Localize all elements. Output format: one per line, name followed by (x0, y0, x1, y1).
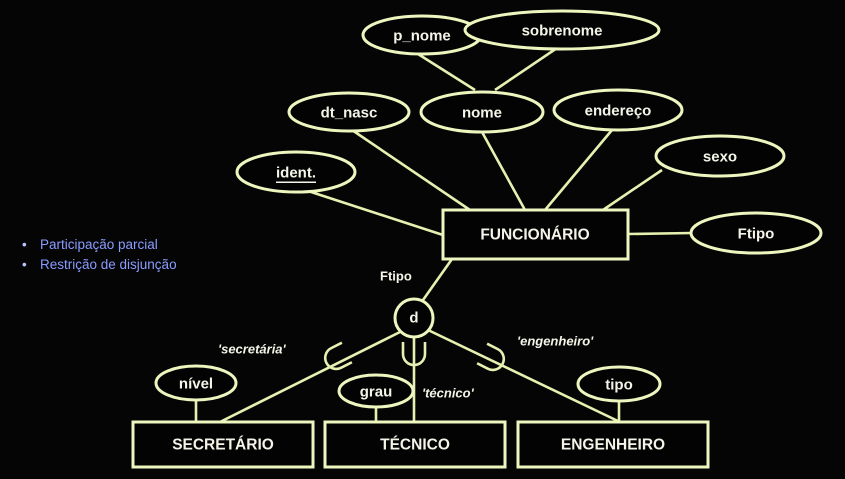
edge-ident-funcionario (304, 188, 444, 237)
note-item: Participação parcial (22, 235, 177, 255)
attribute-ftipo-label: Ftipo (738, 226, 775, 243)
connectors (194, 44, 693, 424)
attribute-ftipo: Ftipo (689, 211, 823, 255)
disjoint-symbol: d (409, 310, 418, 327)
condition-engenheiro-label: 'engenheiro' (517, 334, 594, 349)
edge-sobrenome-nome (494, 44, 561, 92)
specialization-circle: d (393, 297, 435, 339)
entity-funcionario-label: FUNCIONÁRIO (480, 227, 589, 244)
key-attribute-ident-label: ident. (276, 165, 316, 182)
attribute-sexo: sexo (654, 134, 786, 178)
edge-circle-secretario (219, 328, 405, 424)
attribute-sobrenome: sobrenome (463, 9, 661, 51)
entity-tecnico-label: TÉCNICO (380, 437, 450, 454)
edge-funcionario-circle (421, 258, 454, 301)
subset-symbols (323, 341, 506, 372)
attribute-dtnasc: dt_nasc (287, 91, 411, 133)
attribute-dtnasc-label: dt_nasc (321, 105, 378, 122)
entity-engenheiro: ENGENHEIRO (516, 420, 710, 469)
subset-symbol-secretario (323, 341, 353, 371)
attribute-grau-label: grau (360, 384, 393, 401)
edge-circle-engenheiro (427, 328, 621, 424)
attribute-pnome: p_nome (361, 14, 483, 56)
condition-secretaria-label: 'secretária' (218, 342, 287, 357)
edge-endereco-funcionario (544, 129, 613, 211)
attribute-nivel-label: nível (179, 376, 213, 393)
attribute-nivel: nível (154, 364, 238, 402)
attribute-pnome-label: p_nome (393, 28, 451, 45)
attribute-endereco-label: endereço (585, 103, 652, 120)
entity-secretario-label: SECRETÁRIO (172, 437, 274, 454)
entity-engenheiro-label: ENGENHEIRO (561, 437, 665, 454)
attribute-endereco: endereço (552, 88, 684, 132)
attribute-ident: ident. (235, 150, 357, 194)
entity-tecnico: TÉCNICO (323, 420, 507, 469)
attribute-sexo-label: sexo (703, 149, 737, 166)
notes-list: Participação parcial Restrição de disjun… (22, 235, 177, 275)
attribute-grau: grau (337, 373, 415, 409)
edge-sexo-funcionario (599, 168, 663, 214)
edge-ftipo-funcionario (627, 231, 693, 236)
edge-pnome-nome (417, 52, 476, 92)
attribute-tipo-label: tipo (605, 377, 633, 394)
attribute-tipo: tipo (576, 365, 662, 403)
attribute-nome-label: nome (462, 105, 502, 122)
entity-funcionario: FUNCIONÁRIO (441, 208, 630, 261)
note-item: Restrição de disjunção (22, 255, 177, 275)
defining-attribute-label: Ftipo (380, 269, 412, 284)
edge-nome-funcionario (480, 131, 527, 211)
subset-symbol-engenheiro (476, 342, 506, 372)
subset-symbol-tecnico (401, 342, 427, 367)
entity-secretario: SECRETÁRIO (131, 420, 315, 469)
condition-tecnico-label: 'técnico' (422, 386, 475, 401)
edge-dtnasc-funcionario (351, 128, 471, 212)
attribute-nome: nome (419, 90, 545, 134)
attribute-sobrenome-label: sobrenome (522, 23, 603, 40)
